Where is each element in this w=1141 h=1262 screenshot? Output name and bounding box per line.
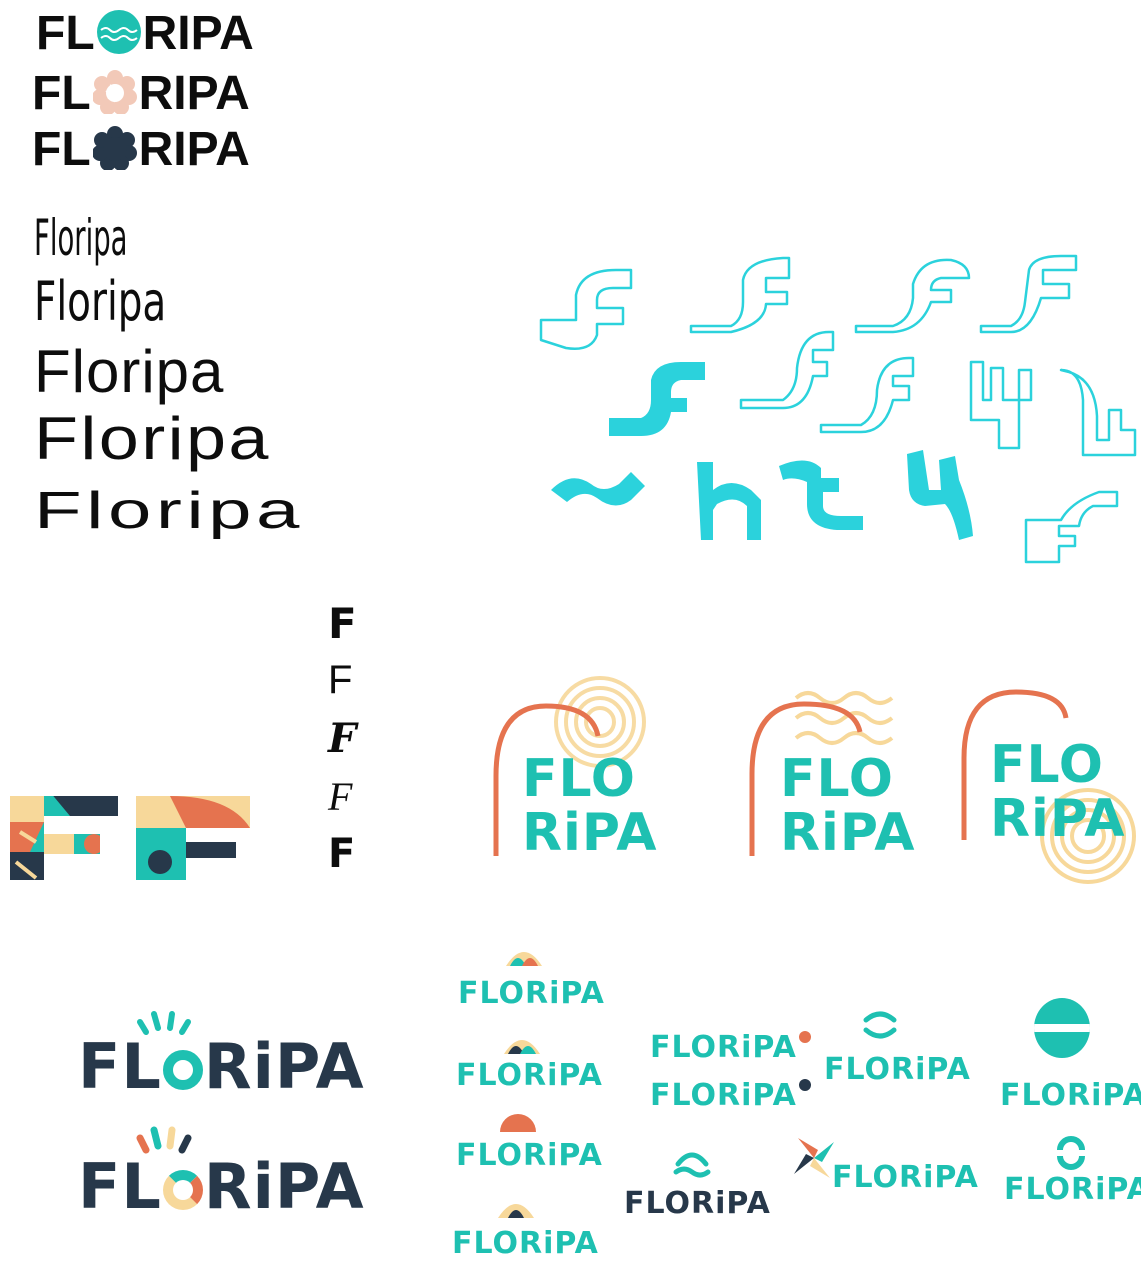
- small-logo-flower-1: FLORiPA: [650, 1030, 811, 1066]
- flower-dot-icon: [798, 1031, 811, 1043]
- shell-icon-3: [498, 1204, 534, 1218]
- type-study-semi-condensed: Floripa: [34, 270, 167, 333]
- smile-arc-icon: [863, 1011, 897, 1039]
- f-outline-sketch-9: [1024, 490, 1119, 564]
- small-split-ring-icon: [1057, 1136, 1085, 1170]
- flower-solid-icon: [91, 126, 137, 171]
- shell-icon-2: [504, 1040, 540, 1054]
- small-logo-shell-2: FLORiPA: [456, 1058, 603, 1093]
- f-outline-sketch-6: [819, 356, 915, 434]
- type-study-condensed: Floripa: [34, 209, 128, 267]
- arch-logo-line1: FLO: [780, 749, 895, 809]
- big-logo-pattern: FL RiPA: [78, 1152, 365, 1222]
- small-logo-text: FLORiPA: [650, 1078, 797, 1113]
- f-outline-sketch-3: [854, 258, 971, 334]
- letter-f-variants: F F F F F: [328, 598, 368, 882]
- pattern-rays-icon: [136, 1126, 192, 1154]
- f-solid-sketch-1: [609, 362, 705, 436]
- pattern-o-icon: [162, 1170, 203, 1210]
- f-sketch-grid: [539, 254, 1137, 564]
- f-pattern-letter-2: [136, 796, 250, 880]
- arch-logo-spiral-decor-2: [961, 689, 1136, 884]
- big-logo-right: RiPA: [203, 1030, 365, 1103]
- small-logo-shell-1: FLORiPA: [458, 976, 605, 1011]
- big-logo-left: FL: [78, 1150, 162, 1223]
- wordmark-right: RIPA: [142, 7, 254, 60]
- sun-rays-icon: [137, 1011, 191, 1035]
- split-circle-icon: [1034, 998, 1090, 1058]
- arch-logo-3: FLO RiPA: [990, 738, 1125, 846]
- wordmark-left: FL: [32, 67, 91, 120]
- type-study-wide: Floripa: [34, 405, 271, 472]
- wordmark-flower-solid: FL RIPA: [32, 122, 250, 178]
- small-logo-split-ring: FLORiPA: [1004, 1172, 1141, 1207]
- ff-pattern-monogram: [10, 796, 250, 880]
- big-logo-sun: FL RiPA: [78, 1032, 365, 1102]
- wave-arc-icon: [673, 1152, 711, 1178]
- arch-logo-2: FLO RiPA: [780, 752, 915, 860]
- arch-logo-line2: RiPA: [522, 803, 658, 863]
- small-logo-flower-2: FLORiPA: [650, 1078, 811, 1114]
- letter-f-decorative: F: [328, 774, 353, 819]
- arch-logo-line2: RiPA: [990, 789, 1126, 849]
- f-outline-sketch-4: [979, 254, 1078, 334]
- f-solid-sketch-2: [551, 472, 645, 506]
- letter-f-thin: F: [328, 658, 353, 702]
- letter-f-heavy: F: [328, 831, 356, 877]
- arch-logo-line1: FLO: [522, 749, 637, 809]
- split-line: [1034, 1024, 1090, 1032]
- f-solid-sketch-5: [907, 450, 973, 540]
- f-outline-sketch-2: [689, 256, 791, 334]
- f-outline-sketch-8: [1059, 368, 1137, 457]
- f-solid-sketches: [551, 362, 973, 540]
- arch-logo-1: FLO RiPA: [522, 752, 657, 860]
- letter-f-black: F: [328, 599, 357, 648]
- arch-logo-spiral-decor: [493, 676, 646, 856]
- wordmark-right: RIPA: [138, 67, 250, 120]
- small-logo-smile: FLORiPA: [824, 1052, 971, 1087]
- f-solid-sketch-3: [697, 462, 761, 540]
- small-logo-pinwheel: FLORiPA: [832, 1160, 979, 1195]
- pinwheel-icon: [794, 1138, 834, 1178]
- arch-logo-line2: RiPA: [780, 803, 916, 863]
- wordmark-left: FL: [36, 7, 95, 60]
- small-logo-sun: FLORiPA: [456, 1138, 603, 1173]
- f-solid-sketch-4: [779, 460, 863, 530]
- wordmark-right: RIPA: [138, 123, 250, 176]
- type-study-extended: Floripa: [34, 482, 304, 540]
- half-sun-icon: [500, 1114, 536, 1132]
- arch-logo-line1: FLO: [990, 735, 1105, 795]
- flower-outline-icon: [91, 70, 137, 115]
- wave-circle-icon: [96, 10, 141, 54]
- letter-f-script: F: [328, 715, 357, 762]
- f-pattern-letter-1: [10, 796, 118, 880]
- small-logo-text: FLORiPA: [650, 1030, 797, 1065]
- sun-o-icon: [162, 1050, 203, 1090]
- wordmark-flower-outline: FL RIPA: [32, 66, 250, 122]
- flower-dot-icon: [798, 1079, 811, 1091]
- type-study-regular: Floripa: [34, 338, 225, 405]
- f-outline-sketch-7: [969, 360, 1033, 450]
- big-logo-right: RiPA: [203, 1150, 365, 1223]
- wordmark-left: FL: [32, 123, 91, 176]
- big-logo-left: FL: [78, 1030, 162, 1103]
- f-outline-sketch-5: [739, 330, 835, 410]
- small-logo-shell-3: FLORiPA: [452, 1226, 599, 1261]
- f-outline-sketch-1: [539, 268, 633, 350]
- wordmark-wave: FL RIPA: [36, 6, 254, 62]
- arch-logo-wave-decor: [749, 691, 894, 856]
- shell-icon-1: [506, 952, 542, 966]
- small-logo-wave-navy: FLORiPA: [624, 1186, 771, 1221]
- small-logo-split-circle: FLORiPA: [1000, 1078, 1141, 1113]
